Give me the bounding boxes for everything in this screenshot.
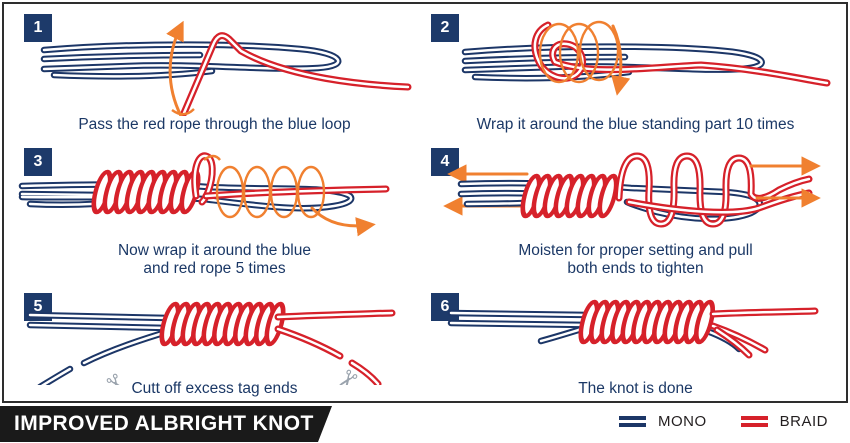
step-4-illustration [443,146,821,246]
legend-item-mono: MONO [618,413,707,430]
step-caption: The knot is done [578,380,693,398]
red-coil-wraps [520,176,620,216]
step-1-panel: 1 [4,4,425,138]
red-braid-rope [713,311,815,355]
red-braid-rope [195,156,386,202]
step-number-badge: 2 [431,14,459,42]
legend-item-braid: BRAID [740,413,828,430]
pull-right-arrows-icon [749,156,821,208]
legend-label: BRAID [779,413,828,430]
braid-rope-swatch [740,416,768,427]
step-caption: Cutt off excess tag ends [131,380,298,398]
step-number-badge: 3 [24,148,52,176]
step-2-panel: 2 [425,4,846,138]
step-number-badge: 6 [431,293,459,321]
red-coil-wraps [159,304,287,344]
mono-rope-swatch [618,416,646,427]
legend-label: MONO [657,413,707,430]
arrow-up-icon [166,20,195,116]
blue-mono-rope [30,315,170,385]
step-5-panel: 5 [4,283,425,401]
step-3-panel: 3 [4,138,425,283]
wrap-spiral-arrow-icon [203,154,376,237]
step-1-illustration [32,20,417,116]
red-coil-wraps [91,172,202,212]
red-coil-wraps [578,302,716,342]
blue-mono-rope [465,47,762,79]
wrap-spiral-arrow-icon [538,20,631,96]
step-caption: Wrap it around the blue standing part 10… [476,116,795,134]
step-6-panel: 6 [425,283,846,401]
step-5-illustration: ✂ ✂ [20,289,405,385]
step-2-illustration [453,20,838,96]
step-caption: Pass the red rope through the blue loop [78,116,351,134]
step-number-badge: 1 [24,14,52,42]
title-banner: IMPROVED ALBRIGHT KNOT [0,406,332,442]
step-6-illustration [441,289,826,385]
legend: MONO BRAID [618,413,828,430]
diagram-frame: 1 [2,2,848,403]
step-4-panel: 4 [425,138,846,283]
footer: IMPROVED ALBRIGHT KNOT MONO BRAID [0,405,850,443]
step-3-illustration [12,146,417,237]
